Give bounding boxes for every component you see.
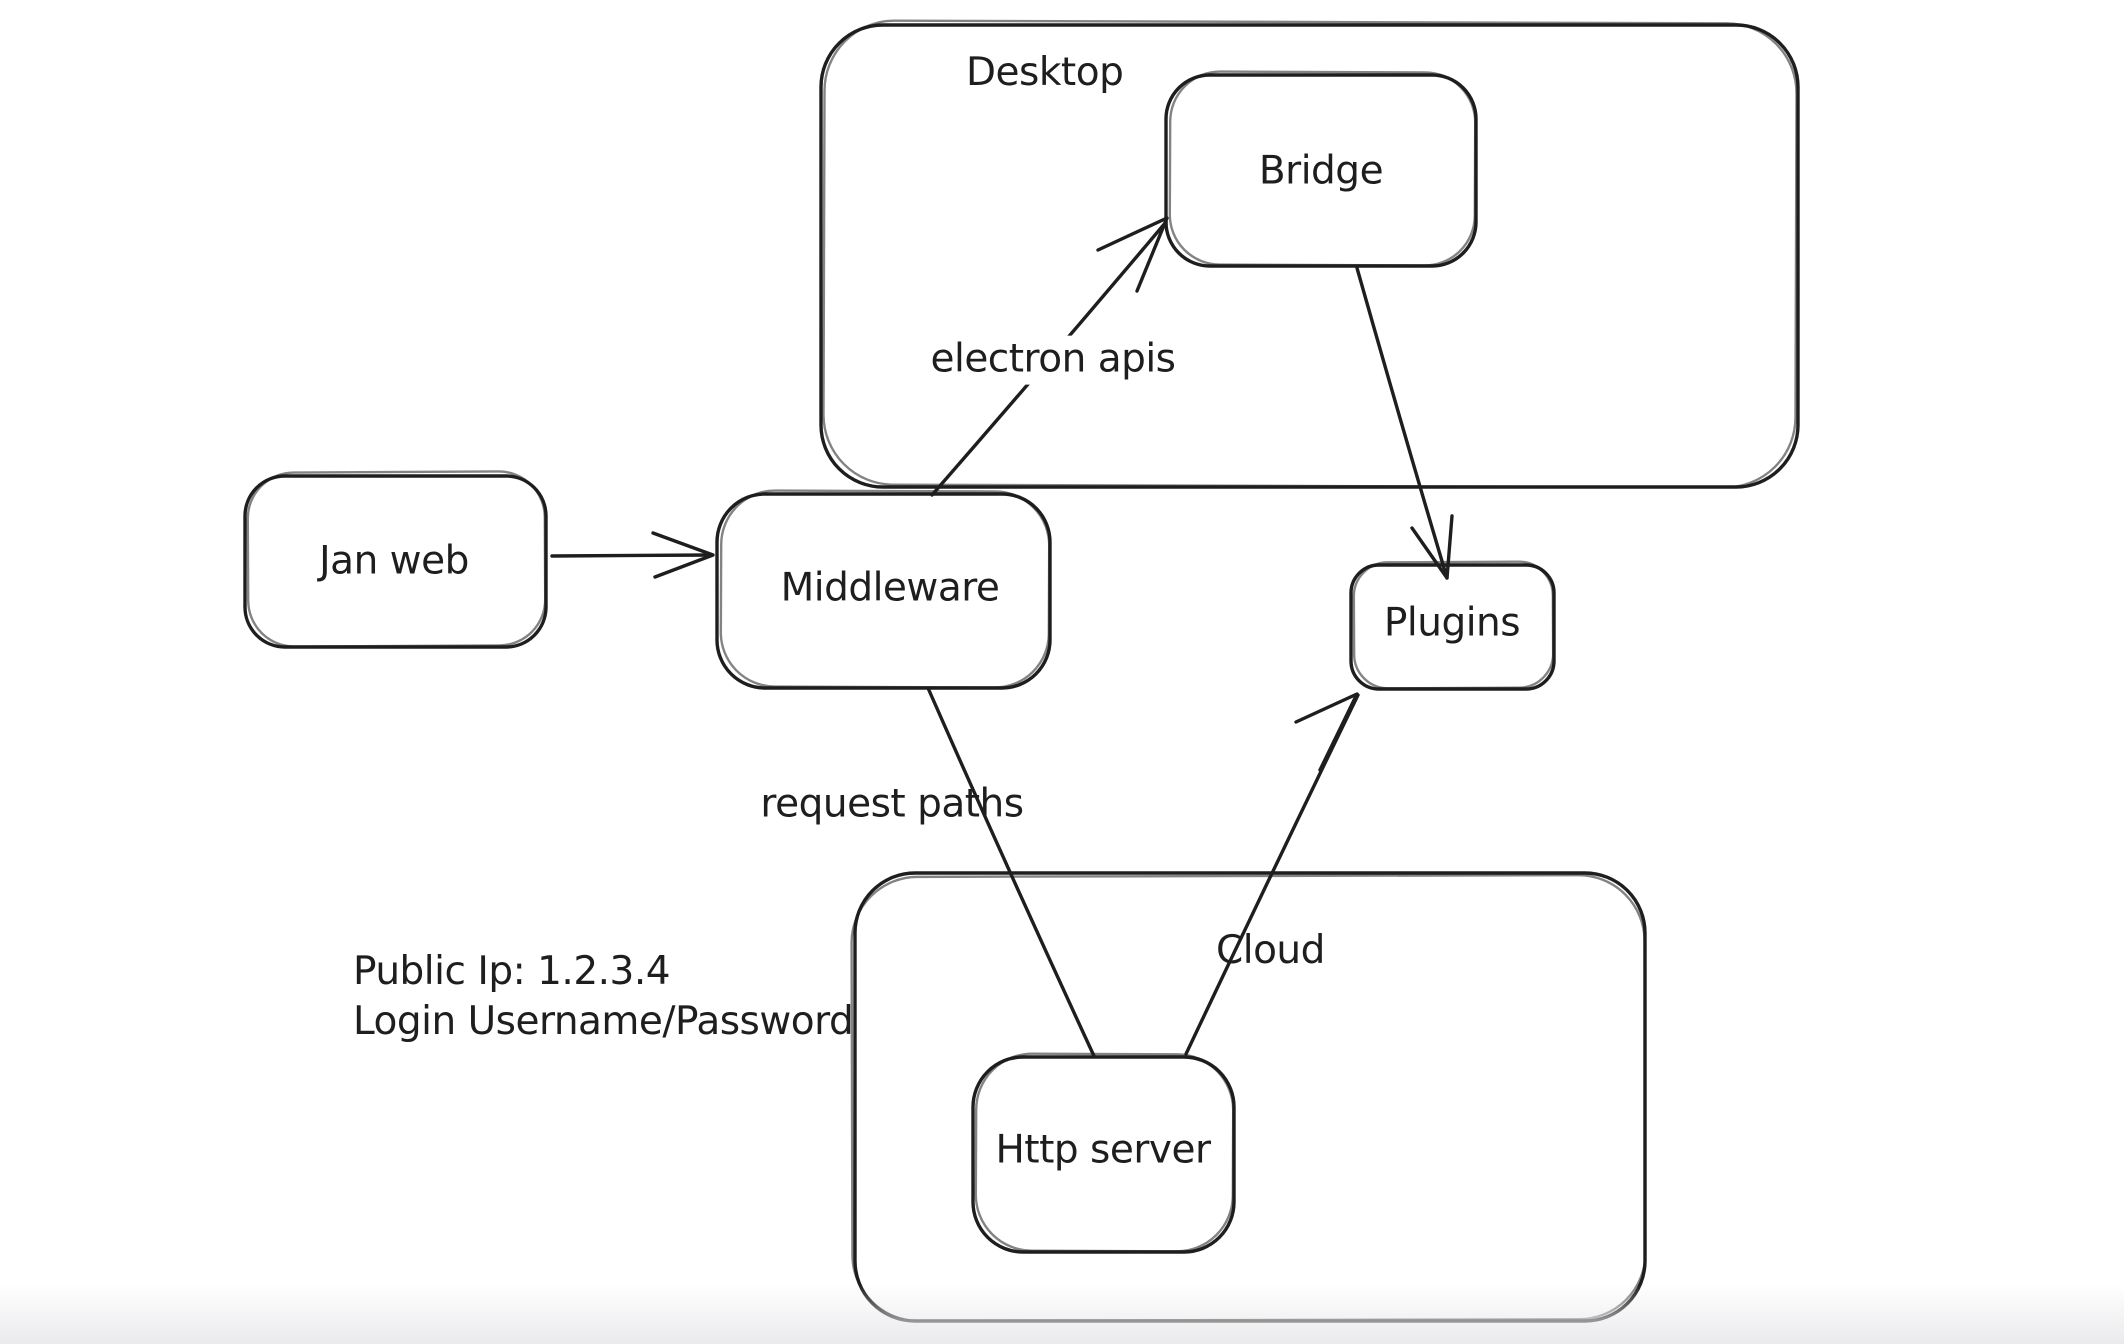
server-info-line2: Login Username/Password (353, 999, 854, 1044)
desktop-container-box (819, 19, 1800, 489)
plugins-label: Plugins (1383, 600, 1521, 646)
server-info-annotation: Public Ip: 1.2.3.4 Login Username/Passwo… (353, 947, 854, 1047)
edge-middleware-to-http-server (926, 686, 1096, 1058)
cloud-container-label: Cloud (1216, 928, 1325, 973)
edge-http-server-to-plugins (1184, 692, 1360, 1056)
http-server-label: Http server (995, 1127, 1211, 1173)
jan-web-box (243, 470, 548, 649)
desktop-container-label: Desktop (966, 50, 1124, 95)
http-server-box (971, 1052, 1236, 1254)
plugins-box (1349, 560, 1556, 691)
server-info-line1: Public Ip: 1.2.3.4 (353, 949, 671, 994)
jan-web-label: Jan web (319, 538, 469, 584)
bridge-label: Bridge (1258, 148, 1384, 194)
edge-bridge-to-plugins (1355, 266, 1454, 580)
middleware-label: Middleware (780, 565, 1000, 611)
electron-apis-edge-label: electron apis (924, 335, 1182, 385)
bridge-box (1164, 70, 1478, 268)
request-paths-edge-label: request paths (760, 781, 1024, 827)
edge-jan-web-to-middleware (550, 531, 715, 579)
middleware-box (715, 489, 1052, 690)
